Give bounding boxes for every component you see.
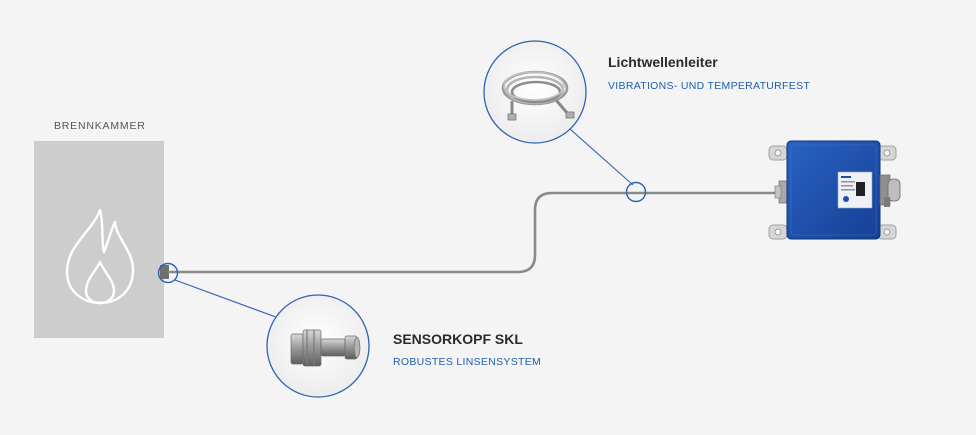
sensor-callout-marker — [157, 262, 179, 284]
fiber-callout-bubble — [483, 40, 587, 144]
sensor-port — [160, 265, 169, 279]
fiber-optic-cable — [167, 191, 787, 274]
fiber-callout-line — [560, 120, 634, 186]
fiber-optic-subtitle: VIBRATIONS- UND TEMPERATURFEST — [608, 80, 811, 92]
control-box-icon — [768, 140, 901, 240]
chamber-label: BRENNKAMMER — [54, 120, 146, 132]
fiber-callout-marker — [625, 181, 647, 203]
combustion-chamber — [34, 141, 169, 338]
coiled-cable-icon — [501, 70, 575, 121]
chamber-block — [34, 141, 164, 338]
sensor-head-subtitle: ROBUSTES LINSENSYSTEM — [393, 356, 542, 368]
flame-icon — [65, 208, 135, 305]
fiber-optic-title: Lichtwellenleiter — [608, 54, 718, 70]
sensor-head-icon — [290, 329, 361, 367]
fiber-optic-callout — [483, 40, 647, 203]
sensor-head-title: SENSORKOPF SKL — [393, 331, 523, 347]
sensor-callout-line — [174, 279, 285, 321]
sensor-head-callout — [157, 262, 370, 398]
